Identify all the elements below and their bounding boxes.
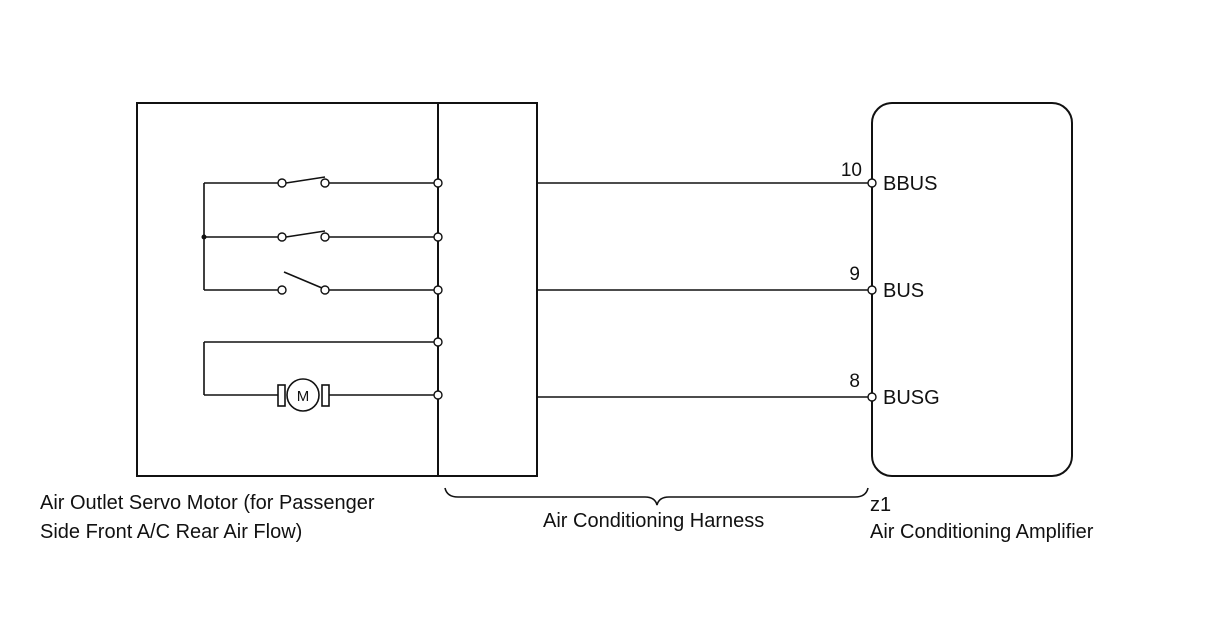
- servo-connector-terminals: [433, 178, 443, 400]
- servo-motor-caption-line2: Side Front A/C Rear Air Flow): [40, 521, 302, 543]
- motor-label: M: [297, 388, 310, 405]
- signal-bus: BUS: [883, 280, 924, 302]
- amplifier-caption: Air Conditioning Amplifier: [870, 521, 1094, 543]
- harness-caption: Air Conditioning Harness: [543, 510, 764, 532]
- pin-number-bbus: 10: [841, 160, 862, 181]
- signal-busg: BUSG: [883, 387, 940, 409]
- harness-wires: [537, 182, 868, 398]
- motor-symbol: [286, 378, 320, 412]
- signal-bbus: BBUS: [883, 173, 937, 195]
- servo-motor-caption-line1: Air Outlet Servo Motor (for Passenger: [40, 492, 375, 514]
- amplifier-component: [867, 102, 1073, 477]
- motor-circuit: M: [203, 341, 434, 412]
- amplifier-connector-code: z1: [870, 494, 891, 516]
- harness-bracket: [444, 487, 869, 506]
- pin-number-busg: 8: [849, 371, 860, 392]
- pin-number-bus: 9: [849, 264, 860, 285]
- position-switches: [201, 176, 434, 295]
- servo-motor-component: M: [136, 102, 538, 477]
